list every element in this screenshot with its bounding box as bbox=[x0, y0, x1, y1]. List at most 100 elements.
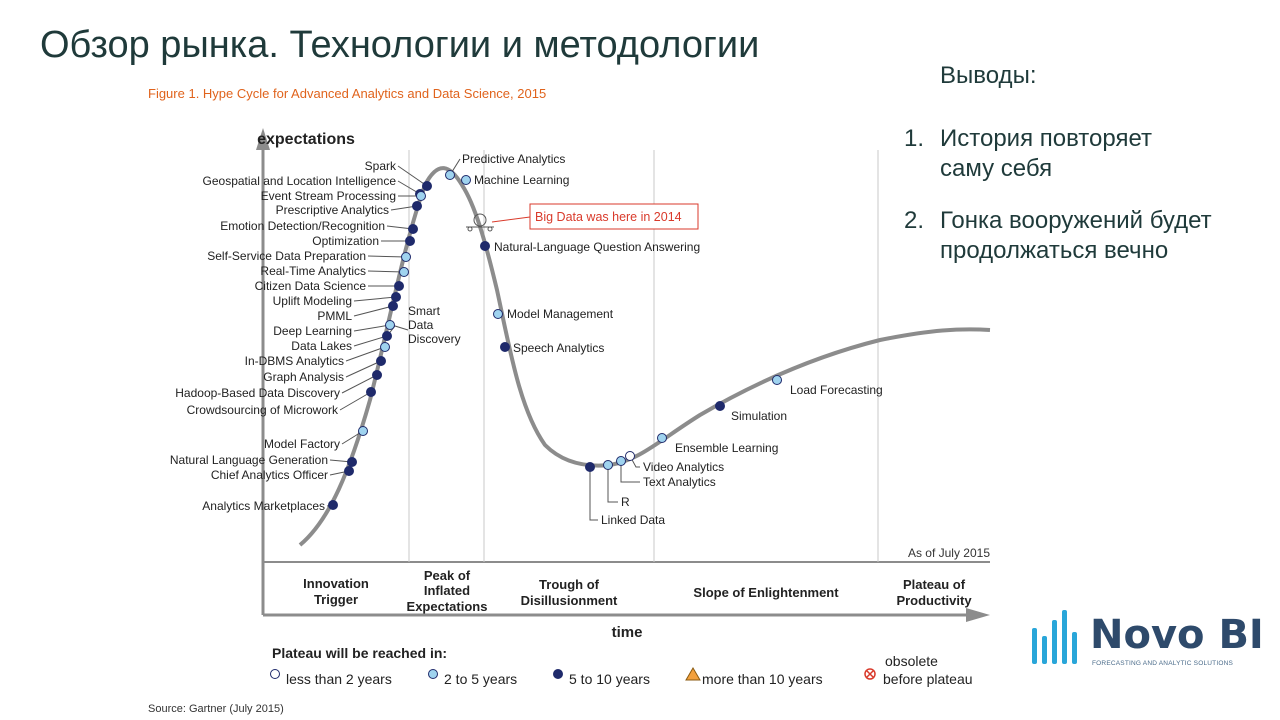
phase-label: Innovation bbox=[303, 576, 369, 591]
tech-label: Speech Analytics bbox=[513, 341, 604, 355]
legend-label: before plateau bbox=[883, 671, 973, 687]
conclusions-list: 1. История повторяет саму себя 2. Гонка … bbox=[902, 124, 1212, 288]
tech-point bbox=[500, 342, 510, 352]
legend-title: Plateau will be reached in: bbox=[272, 645, 447, 661]
logo-tagline: FORECASTING AND ANALYTIC SOLUTIONS bbox=[1092, 660, 1234, 667]
tech-label: Video Analytics bbox=[643, 460, 724, 474]
conclusion-text-line: Гонка вооружений будет bbox=[940, 207, 1212, 234]
callout-text: Big Data was here in 2014 bbox=[535, 210, 682, 224]
tech-label: Natural Language Generation bbox=[170, 453, 328, 467]
x-axis-label: time bbox=[612, 624, 643, 641]
tech-point bbox=[382, 331, 392, 341]
tech-label: Data Lakes bbox=[291, 339, 352, 353]
tech-point bbox=[715, 401, 725, 411]
tech-label: Spark bbox=[365, 159, 397, 173]
tech-label: Geospatial and Location Intelligence bbox=[203, 174, 397, 188]
logo-word: Novo BI bbox=[1090, 612, 1264, 658]
tech-label: Event Stream Processing bbox=[261, 189, 396, 203]
tech-label: Deep Learning bbox=[273, 324, 352, 338]
phase-label: Trigger bbox=[314, 592, 358, 607]
tech-point bbox=[585, 462, 595, 472]
tech-label-smart: Discovery bbox=[408, 332, 461, 346]
phase-label: Inflated bbox=[424, 583, 470, 598]
big-data-callout: Big Data was here in 2014 bbox=[466, 203, 699, 232]
legend-dot bbox=[428, 669, 438, 679]
tech-label-smart: Smart bbox=[408, 304, 441, 318]
tech-label: PMML bbox=[317, 309, 352, 323]
leader-line bbox=[353, 305, 394, 317]
tech-point bbox=[391, 292, 401, 302]
source-note: Source: Gartner (July 2015) bbox=[148, 703, 284, 715]
tech-label: Self-Service Data Preparation bbox=[207, 249, 366, 263]
tech-point bbox=[603, 460, 613, 470]
tech-label: Analytics Marketplaces bbox=[202, 499, 325, 513]
leader-line bbox=[397, 165, 428, 187]
tech-label: Graph Analysis bbox=[263, 370, 344, 384]
tech-label: Linked Data bbox=[601, 513, 665, 527]
conclusion-number: 1. bbox=[904, 125, 925, 152]
legend-label: obsolete bbox=[885, 653, 938, 669]
conclusions-heading: Выводы: bbox=[940, 62, 1037, 89]
tech-label: Citizen Data Science bbox=[255, 279, 367, 293]
tech-label: Machine Learning bbox=[474, 173, 569, 187]
legend-dot bbox=[553, 669, 563, 679]
tech-point bbox=[380, 342, 390, 352]
legend-label: less than 2 years bbox=[286, 671, 392, 687]
phase-label: Productivity bbox=[896, 593, 972, 608]
tech-point bbox=[366, 387, 376, 397]
tech-point bbox=[372, 370, 382, 380]
conclusion-text-line: История повторяет bbox=[940, 125, 1152, 152]
tech-point bbox=[376, 356, 386, 366]
tech-point bbox=[328, 500, 338, 510]
x-axis-arrow-icon bbox=[966, 608, 990, 622]
phase-label: Slope of Enlightenment bbox=[693, 585, 839, 600]
phase-label: Trough of bbox=[539, 577, 600, 592]
legend-label: more than 10 years bbox=[702, 671, 823, 687]
leader-line bbox=[353, 335, 388, 347]
tech-label: Emotion Detection/Recognition bbox=[220, 219, 385, 233]
legend-dot bbox=[270, 669, 280, 679]
leader-line bbox=[367, 255, 407, 258]
leader-line bbox=[367, 270, 405, 273]
tech-label: Prescriptive Analytics bbox=[276, 203, 389, 217]
tech-point bbox=[401, 252, 411, 262]
ghost-icon bbox=[466, 213, 494, 232]
slide-title: Обзор рынка. Технологии и методологии bbox=[40, 24, 760, 66]
tech-point bbox=[344, 466, 354, 476]
leader-line bbox=[345, 360, 382, 378]
logo-bars-icon bbox=[1032, 610, 1077, 664]
tech-point bbox=[408, 224, 418, 234]
leader-line bbox=[589, 467, 598, 521]
leader-line bbox=[341, 374, 378, 394]
legend-triangle-icon bbox=[685, 667, 701, 681]
leader-line bbox=[353, 296, 397, 302]
leader-line bbox=[353, 324, 391, 332]
tech-point bbox=[461, 175, 471, 185]
as-of-label: As of July 2015 bbox=[908, 546, 990, 560]
conclusion-item: 1. История повторяет саму себя bbox=[902, 124, 1212, 184]
tech-label: Natural-Language Question Answering bbox=[494, 240, 700, 254]
phase-label: Peak of bbox=[424, 568, 471, 583]
tech-label: Simulation bbox=[731, 409, 787, 423]
tech-label: Text Analytics bbox=[643, 475, 716, 489]
tech-point bbox=[772, 375, 782, 385]
tech-point bbox=[405, 236, 415, 246]
tech-label: Load Forecasting bbox=[790, 383, 883, 397]
tech-label: Predictive Analytics bbox=[462, 152, 565, 166]
tech-point bbox=[657, 433, 667, 443]
conclusion-text-line: саму себя bbox=[940, 155, 1053, 182]
tech-point bbox=[493, 309, 503, 319]
tech-label: In-DBMS Analytics bbox=[245, 354, 344, 368]
leader-line bbox=[339, 391, 372, 411]
tech-point bbox=[358, 426, 368, 436]
tech-point bbox=[388, 301, 398, 311]
leader-line bbox=[345, 346, 386, 362]
tech-point bbox=[416, 191, 426, 201]
tech-point bbox=[445, 170, 455, 180]
tech-label: Uplift Modeling bbox=[273, 294, 352, 308]
tech-point bbox=[616, 456, 626, 466]
conclusion-item: 2. Гонка вооружений будет продолжаться в… bbox=[902, 206, 1212, 266]
tech-label: Crowdsourcing of Microwork bbox=[187, 403, 339, 417]
legend-label: 5 to 10 years bbox=[569, 671, 650, 687]
